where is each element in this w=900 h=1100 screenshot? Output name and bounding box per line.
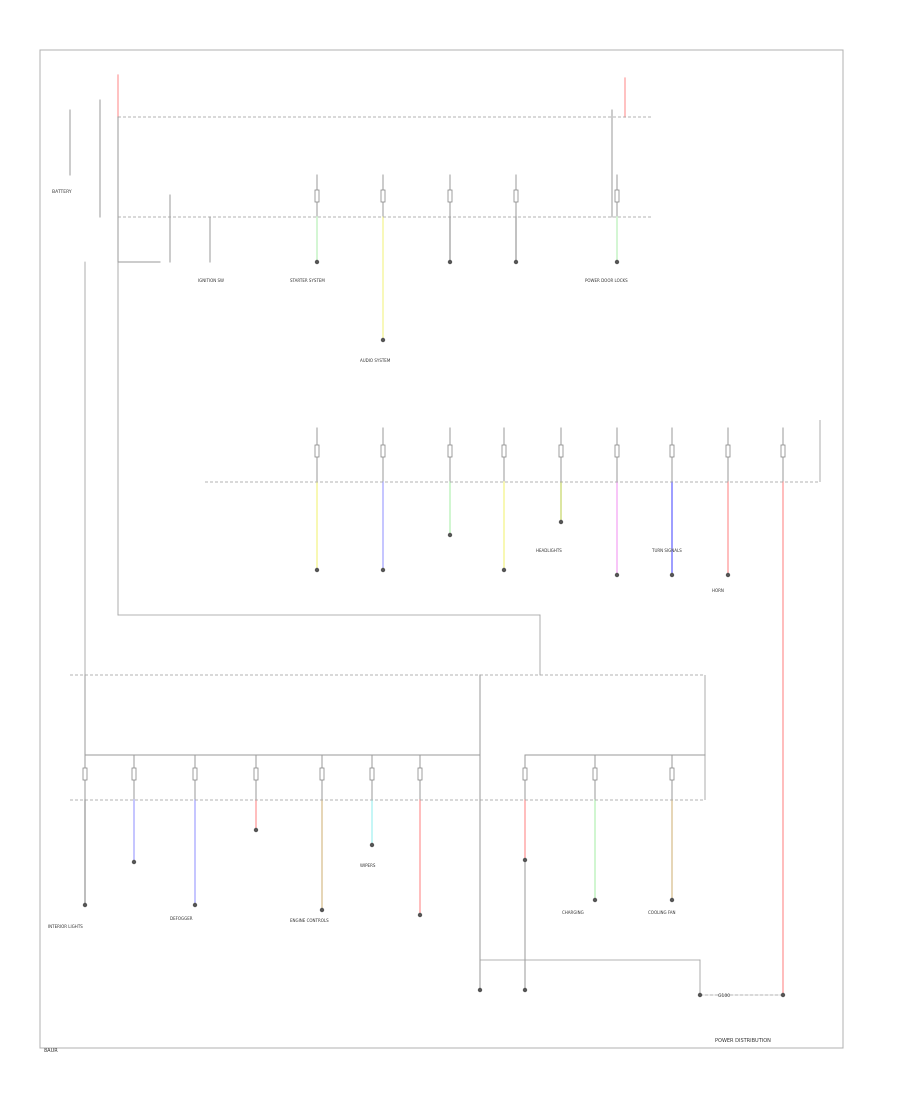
- label-engine-controls: ENGINE CONTROLS: [290, 918, 329, 923]
- fuse: [380, 444, 386, 458]
- fuse: [522, 767, 528, 781]
- fuse: [780, 444, 786, 458]
- fuse: [669, 444, 675, 458]
- fuse: [501, 444, 507, 458]
- label-turn-signals: TURN SIGNALS: [651, 548, 682, 553]
- ground-terminal: [522, 987, 528, 993]
- relay-terminal: [780, 992, 786, 998]
- label-defogger: DEFOGGER: [170, 916, 193, 921]
- fuse: [417, 767, 423, 781]
- lower-terminal: [369, 842, 375, 848]
- relay-terminal: [669, 572, 675, 578]
- label-audio: AUDIO SYSTEM: [360, 358, 391, 363]
- lower-terminal: [669, 897, 675, 903]
- lower-terminal: [417, 912, 423, 918]
- relay-terminal: [447, 532, 453, 538]
- fuse: [131, 767, 137, 781]
- ground-terminal: [697, 992, 703, 998]
- lower-terminal: [522, 857, 528, 863]
- label-wipers: WIPERS: [360, 863, 376, 868]
- branch-terminal: [380, 337, 386, 343]
- fuse: [614, 444, 620, 458]
- lower-terminal: [192, 902, 198, 908]
- fuse: [369, 767, 375, 781]
- fuse: [319, 767, 325, 781]
- ground-terminal: [477, 987, 483, 993]
- wires: [69, 74, 784, 996]
- lower-terminal: [592, 897, 598, 903]
- fuse: [614, 189, 620, 203]
- branch-terminal: [614, 259, 620, 265]
- battery-label: BATTERY: [52, 189, 72, 195]
- fuse: [192, 767, 198, 781]
- label-door-locks: POWER DOOR LOCKS: [585, 278, 628, 283]
- fuse: [380, 189, 386, 203]
- footer-right: POWER DISTRIBUTION: [715, 1038, 771, 1044]
- lower-terminal: [131, 859, 137, 865]
- branch-terminal: [513, 259, 519, 265]
- fuses: [82, 189, 786, 781]
- fuse: [592, 767, 598, 781]
- relay-terminal: [501, 567, 507, 573]
- fuse-boxes: [70, 116, 821, 801]
- label-ignition-sw: IGNITION SW: [198, 278, 224, 283]
- fuse: [447, 444, 453, 458]
- diagram-frame: [39, 49, 844, 1049]
- label-horn: HORN: [712, 588, 724, 593]
- footer-left: 8AUR: [44, 1048, 58, 1054]
- fuse: [314, 444, 320, 458]
- fuse: [82, 767, 88, 781]
- branch-terminal: [314, 259, 320, 265]
- fuse: [253, 767, 259, 781]
- terminal-marks: [82, 259, 786, 998]
- label-starter: STARTER SYSTEM: [290, 278, 325, 283]
- lower-terminal: [82, 902, 88, 908]
- fuse: [447, 189, 453, 203]
- fuse: [725, 444, 731, 458]
- label-charging: CHARGING: [562, 910, 584, 915]
- branch-terminal: [447, 259, 453, 265]
- relay-terminal: [558, 519, 564, 525]
- lower-terminal: [319, 907, 325, 913]
- label-interior-lights: INTERIOR LIGHTS: [48, 924, 83, 929]
- ground-label: G100: [718, 993, 730, 999]
- fuse: [314, 189, 320, 203]
- relay-terminal: [725, 572, 731, 578]
- relay-terminal: [380, 567, 386, 573]
- fuse: [669, 767, 675, 781]
- relay-terminal: [614, 572, 620, 578]
- fuse: [513, 189, 519, 203]
- label-headlights: HEADLIGHTS: [536, 548, 562, 553]
- lower-terminal: [253, 827, 259, 833]
- relay-terminal: [314, 567, 320, 573]
- label-cooling-fan: COOLING FAN: [648, 910, 676, 915]
- fuse: [558, 444, 564, 458]
